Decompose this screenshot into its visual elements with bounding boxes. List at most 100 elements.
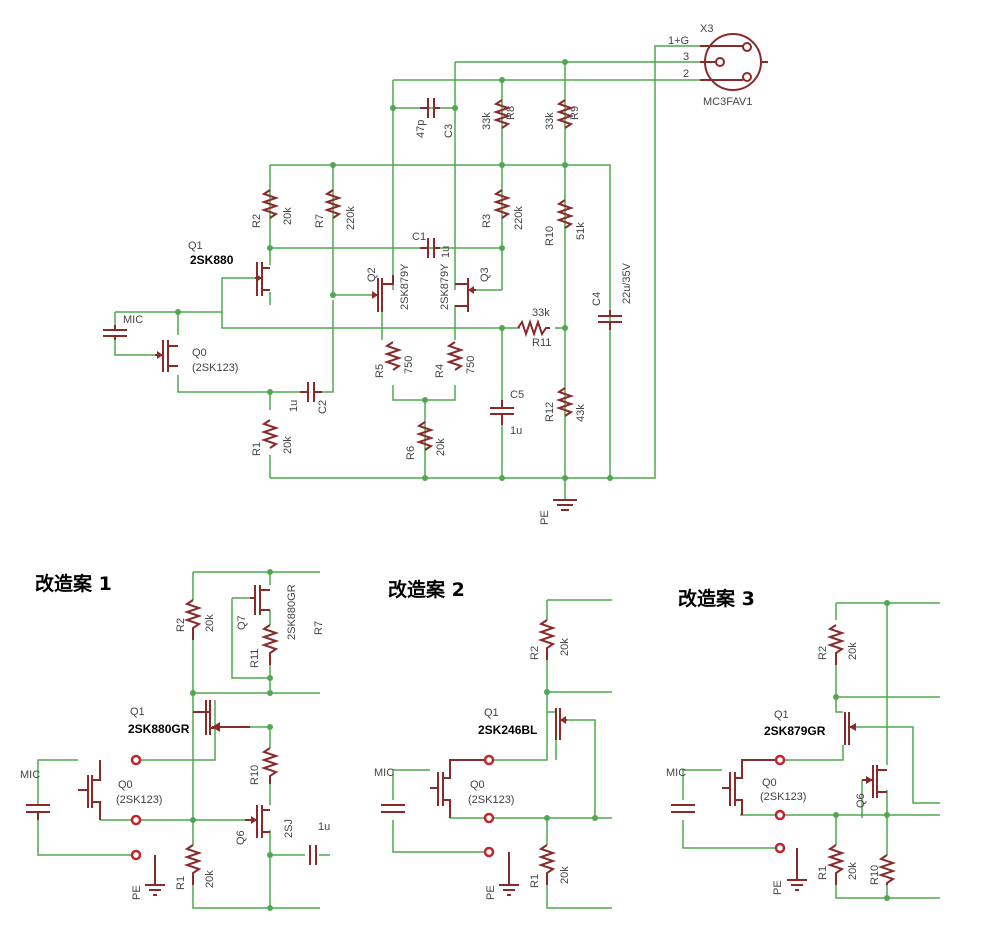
- mod1-terminal-bot: [130, 849, 142, 861]
- mod1-r10-label: R10: [249, 765, 261, 785]
- r4-ref: R4: [434, 364, 446, 378]
- mod2-r1-val: 20k: [559, 866, 571, 884]
- mod2-terminal-top: [483, 754, 495, 766]
- mod1-terminal-top: [130, 754, 142, 766]
- mod1-r1-ref: R1: [175, 876, 187, 890]
- mod2-r1-ref: R1: [529, 874, 541, 888]
- mod1-resistor-r10: [260, 747, 280, 784]
- q3-part: 2SK879Y: [439, 263, 451, 310]
- mod1-transistor-q7: [250, 585, 270, 615]
- c3-ref: C3: [443, 124, 455, 138]
- resistor-r12: [555, 387, 575, 417]
- c5-ref: C5: [510, 389, 524, 401]
- c1-ref: C1: [412, 231, 426, 243]
- mod1-r2-ref: R2: [175, 618, 187, 632]
- pin-3-label: 3: [683, 51, 689, 63]
- mod3-title: 改造案 3: [678, 587, 755, 610]
- mod1-resistor-r2: [183, 599, 203, 640]
- mod3-r10-label: R10: [869, 865, 881, 885]
- r12-val: 43k: [575, 404, 587, 422]
- mod1-capacitor-mic: [26, 804, 50, 820]
- mod1-wires: [37, 571, 330, 909]
- r6-val: 20k: [435, 438, 447, 456]
- mod3-terminal-top: [774, 754, 786, 766]
- mod2-transistor-q0: [430, 759, 486, 818]
- capacitor-c5: [490, 400, 514, 425]
- mod2-title: 改造案 2: [388, 578, 465, 601]
- mod1-r2-val: 20k: [204, 614, 216, 632]
- r9-ref: R9: [569, 106, 581, 120]
- mod3-r2-val: 20k: [847, 642, 859, 660]
- mod2-r2-ref: R2: [529, 646, 541, 660]
- mod3-q0-ref: Q0: [762, 777, 777, 789]
- resistor-r5: [383, 341, 403, 371]
- mod1-q7-part: 2SK880GR: [286, 584, 298, 640]
- mod1-c-val: 1u: [318, 821, 330, 833]
- mod2-wires: [392, 599, 612, 909]
- c2-val: 1u: [288, 400, 300, 412]
- mod1-q1-part: 2SK880GR: [128, 722, 190, 736]
- r3-val: 220k: [513, 206, 525, 230]
- mod1-r7-label: R7: [313, 621, 325, 635]
- mod3-terminal-mid: [774, 809, 786, 821]
- capacitor-c2: [300, 382, 322, 402]
- mod2-resistor-r2: [537, 619, 557, 660]
- capacitor-c4: [598, 310, 622, 330]
- mod1-resistor-r1: [183, 844, 203, 885]
- mod2-transistor-q1: [555, 708, 567, 740]
- mod1-r1-val: 20k: [204, 870, 216, 888]
- resistor-r3: [492, 189, 512, 219]
- mod3-junctions: [833, 600, 890, 901]
- capacitor-c1: [420, 238, 440, 258]
- r8-ref: R8: [505, 106, 517, 120]
- mod3-r1-val: 20k: [847, 862, 859, 880]
- c4-val: 22u/35V: [621, 262, 633, 304]
- main-capacitors: [103, 98, 622, 425]
- mod3-resistor-r2: [826, 624, 846, 665]
- r5-val: 750: [403, 356, 415, 374]
- mod1-pe-label: PE: [131, 885, 143, 900]
- mod2-mic-label: MIC: [374, 767, 394, 779]
- mod2-resistor-r1: [537, 844, 557, 885]
- mod3-r2-ref: R2: [817, 646, 829, 660]
- q2-part: 2SK879Y: [399, 263, 411, 310]
- capacitor-mic: [103, 325, 127, 340]
- mod3-q1-ref: Q1: [774, 709, 789, 721]
- capacitor-c3: [420, 98, 440, 118]
- mod3-terminal-bot: [774, 842, 786, 854]
- resistor-r1: [260, 419, 280, 449]
- r11-val: 33k: [532, 307, 550, 319]
- connector-part: MC3FAV1: [703, 96, 752, 108]
- ground-label: PE: [539, 510, 551, 525]
- r4-val: 750: [465, 356, 477, 374]
- mod2-terminal-mid: [483, 812, 495, 824]
- mod3-panel: 改造案 3: [666, 587, 940, 901]
- pin-2-label: 2: [683, 68, 689, 80]
- mod1-panel: 改造案 1: [20, 569, 330, 911]
- mod2-panel: 改造案 2: [374, 578, 612, 909]
- connector-x3: X3 MC3FAV1 1+G 3 2: [668, 23, 768, 108]
- pin-1g-label: 1+G: [668, 35, 689, 47]
- mod1-ground-symbol: [145, 855, 165, 896]
- mod1-mic-label: MIC: [20, 769, 40, 781]
- main-transistors: [155, 262, 476, 372]
- main-junctions: [175, 59, 613, 481]
- mod3-q6-label: Q6: [855, 793, 867, 808]
- q3-ref: Q3: [479, 267, 491, 282]
- mod1-title: 改造案 1: [35, 572, 112, 595]
- q0-ref: Q0: [192, 347, 207, 359]
- mod2-terminal-bot: [483, 846, 495, 858]
- resistor-r7: [323, 189, 343, 219]
- mod1-q0-ref: Q0: [118, 779, 133, 791]
- mod3-pe-label: PE: [772, 880, 784, 895]
- r12-ref: R12: [544, 402, 556, 422]
- transistor-q2: [372, 275, 394, 312]
- resistor-r11: [517, 318, 550, 338]
- transistor-q0: [155, 340, 178, 372]
- r7-ref: R7: [314, 214, 326, 228]
- c2-ref: C2: [317, 400, 329, 414]
- mod3-transistor-q6: [862, 765, 887, 798]
- resistor-r10: [555, 199, 575, 229]
- connector-name: X3: [700, 23, 713, 35]
